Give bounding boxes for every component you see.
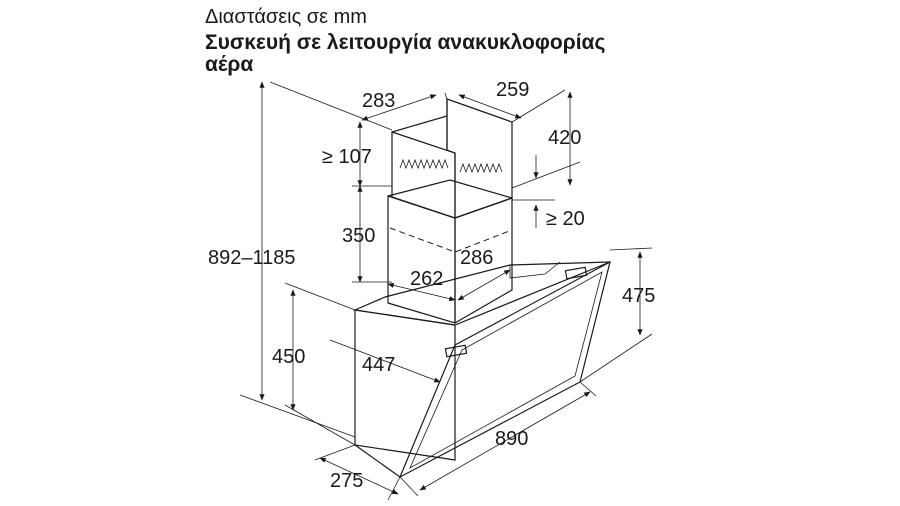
label-lower-chimney-height: 350 bbox=[342, 225, 375, 247]
label-upper-chimney-height: 420 bbox=[548, 127, 581, 149]
label-chimney-width: 259 bbox=[496, 79, 529, 101]
label-chimney-depth: 283 bbox=[362, 90, 395, 112]
diagram-caption: Διαστάσεις σε mm bbox=[205, 6, 367, 28]
label-total-height: 892–1185 bbox=[208, 247, 296, 269]
label-total-width: 890 bbox=[495, 428, 528, 450]
label-canopy-height-right: 475 bbox=[622, 285, 655, 307]
label-canopy-depth: 447 bbox=[362, 354, 395, 376]
diagram-title-line-2: αέρα bbox=[205, 53, 254, 76]
label-base-depth: 275 bbox=[330, 470, 363, 492]
dimension-labels: 283 259 420 ≥ 107 350 ≥ 20 892–1185 262 … bbox=[208, 79, 655, 492]
label-canopy-height-left: 450 bbox=[272, 346, 305, 368]
label-inner-depth: 262 bbox=[410, 268, 443, 290]
dimension-lines bbox=[239, 81, 653, 501]
chimney bbox=[387, 98, 513, 325]
label-min-overlap: ≥ 20 bbox=[546, 208, 585, 230]
label-inner-width: 286 bbox=[460, 247, 493, 269]
label-min-top-gap: ≥ 107 bbox=[322, 146, 372, 168]
diagram-title-line-1: Συσκευή σε λειτουργία ανακυκλοφορίας bbox=[205, 31, 606, 54]
